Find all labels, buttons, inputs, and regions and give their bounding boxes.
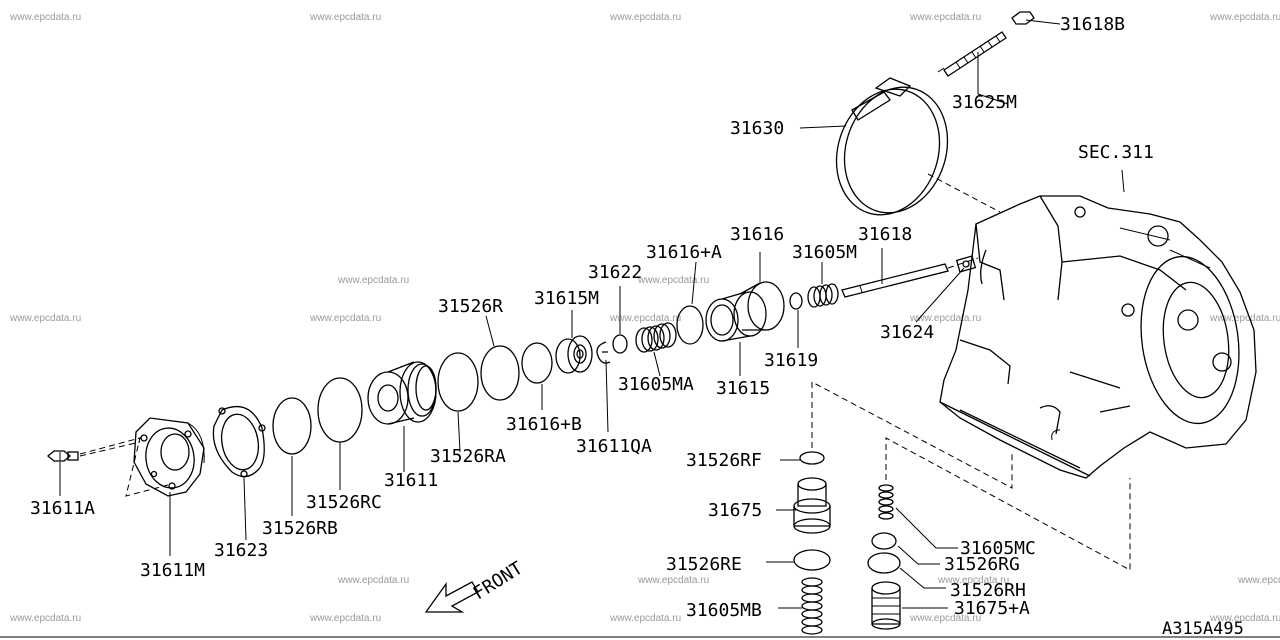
watermark-text: www.epcdata.ru	[1209, 613, 1280, 624]
label-31616[interactable]: 31616	[730, 224, 784, 245]
label-31605m[interactable]: 31605M	[792, 242, 857, 263]
watermark-layer: www.epcdata.ru www.epcdata.ru www.epcdata.…	[9, 12, 1280, 624]
watermark-text: www.epcdata.ru	[937, 575, 1009, 586]
o-ring-31526rc[interactable]	[317, 377, 363, 443]
label-31526rg[interactable]: 31526RG	[944, 554, 1020, 575]
o-ring-31526r[interactable]	[480, 345, 520, 401]
label-31623[interactable]: 31623	[214, 540, 268, 561]
watermark-text: www.epcdata.ru	[9, 613, 81, 624]
watermark-text: www.epcdata.ru	[9, 12, 81, 23]
nut-31618b[interactable]	[1011, 11, 1035, 25]
label-31630[interactable]: 31630	[730, 118, 784, 139]
piston-31615m[interactable]	[555, 335, 593, 374]
label-31611a[interactable]: 31611A	[30, 498, 95, 519]
watermark-text: www.epcdata.ru	[909, 613, 981, 624]
front-label: FRONT	[470, 558, 527, 605]
guide-valve-left	[811, 381, 1013, 489]
label-31622[interactable]: 31622	[588, 262, 642, 283]
spring-31605m[interactable]	[807, 283, 839, 308]
watermark-text: www.epcdata.ru	[1209, 12, 1280, 23]
guide-valve-right	[885, 437, 1131, 571]
label-31619[interactable]: 31619	[764, 350, 818, 371]
guide-rod-to-case	[947, 257, 979, 269]
accumulator-piston-31675[interactable]	[793, 477, 831, 534]
label-31605mb[interactable]: 31605MB	[686, 600, 762, 621]
rod-31618[interactable]	[841, 263, 949, 298]
bolt-31611a[interactable]	[46, 450, 79, 462]
watermark-text: www.epcdata.ru	[337, 575, 409, 586]
o-ring-31619[interactable]	[789, 292, 803, 310]
washer-31622[interactable]	[612, 334, 628, 354]
watermark-text: www.epcdata.ru	[609, 12, 681, 23]
watermark-text: www.epcdata.ru	[637, 575, 709, 586]
label-31526r[interactable]: 31526R	[438, 296, 503, 317]
accumulator-piston-31675a[interactable]	[871, 581, 901, 630]
leader-lines	[59, 19, 1125, 609]
brake-band-31630[interactable]	[821, 74, 964, 229]
label-31618b[interactable]: 31618B	[1060, 14, 1125, 35]
watermark-text: www.epcdata.ru	[1237, 575, 1280, 586]
piston-31611[interactable]	[367, 361, 437, 425]
spring-31605ma[interactable]	[635, 322, 677, 353]
label-31618[interactable]: 31618	[858, 224, 912, 245]
label-31526rb[interactable]: 31526RB	[262, 518, 338, 539]
watermark-text: www.epcdata.ru	[1209, 313, 1280, 324]
piston-31615[interactable]	[705, 291, 767, 342]
watermark-text: www.epcdata.ru	[637, 275, 709, 286]
label-31611qa[interactable]: 31611QA	[576, 436, 652, 457]
label-31615m[interactable]: 31615M	[534, 288, 599, 309]
label-31526rc[interactable]: 31526RC	[306, 492, 382, 513]
watermark-text: www.epcdata.ru	[309, 613, 381, 624]
part-labels: 31618B 31625M 31630 31616 31616+A 31605M…	[30, 14, 1244, 639]
label-sec311[interactable]: SEC.311	[1078, 142, 1154, 163]
label-31605ma[interactable]: 31605MA	[618, 374, 694, 395]
o-ring-31526rb[interactable]	[272, 397, 312, 455]
watermark-text: www.epcdata.ru	[9, 313, 81, 324]
retainer-31616a[interactable]	[676, 305, 704, 345]
o-ring-31526rf[interactable]	[799, 451, 825, 465]
cover-31616[interactable]	[739, 281, 785, 331]
gasket-31623[interactable]	[212, 405, 266, 478]
o-ring-31526rg[interactable]	[871, 532, 897, 550]
snap-ring-31611qa[interactable]	[596, 341, 611, 364]
o-ring-31526re[interactable]	[793, 549, 831, 571]
o-ring-31526ra[interactable]	[437, 352, 479, 412]
watermark-text: www.epcdata.ru	[609, 313, 681, 324]
label-31616b[interactable]: 31616+B	[506, 414, 582, 435]
label-31675[interactable]: 31675	[708, 500, 762, 521]
transmission-case-sec311[interactable]	[939, 195, 1257, 479]
watermark-text: www.epcdata.ru	[609, 613, 681, 624]
guide-band-to-case	[927, 173, 1001, 213]
label-31605mc[interactable]: 31605MC	[960, 538, 1036, 559]
diagram-code: A315A495	[1162, 619, 1244, 639]
watermark-text: www.epcdata.ru	[909, 12, 981, 23]
anchor-bolt-31625m[interactable]	[937, 31, 1007, 77]
watermark-text: www.epcdata.ru	[337, 275, 409, 286]
label-31526re[interactable]: 31526RE	[666, 554, 742, 575]
label-31625m[interactable]: 31625M	[952, 92, 1017, 113]
bolt-guide-lines	[79, 437, 169, 497]
label-31611m[interactable]: 31611M	[140, 560, 205, 581]
label-31611[interactable]: 31611	[384, 470, 438, 491]
label-31615[interactable]: 31615	[716, 378, 770, 399]
watermark-text: www.epcdata.ru	[309, 12, 381, 23]
label-31675a[interactable]: 31675+A	[954, 598, 1030, 619]
watermark-text: www.epcdata.ru	[309, 313, 381, 324]
spring-31605mc[interactable]	[878, 484, 894, 520]
label-31526ra[interactable]: 31526RA	[430, 446, 506, 467]
label-31526rf[interactable]: 31526RF	[686, 450, 762, 471]
retainer-31616b[interactable]	[521, 342, 553, 384]
front-cover-31611m[interactable]	[133, 417, 205, 497]
label-31616a[interactable]: 31616+A	[646, 242, 722, 263]
front-arrow	[424, 581, 479, 613]
o-ring-31526rh[interactable]	[867, 552, 901, 574]
link-31624[interactable]	[955, 255, 977, 273]
label-31526rh[interactable]: 31526RH	[950, 580, 1026, 601]
spring-31605mb[interactable]	[801, 577, 823, 635]
label-31624[interactable]: 31624	[880, 322, 934, 343]
watermark-text: www.epcdata.ru	[909, 313, 981, 324]
